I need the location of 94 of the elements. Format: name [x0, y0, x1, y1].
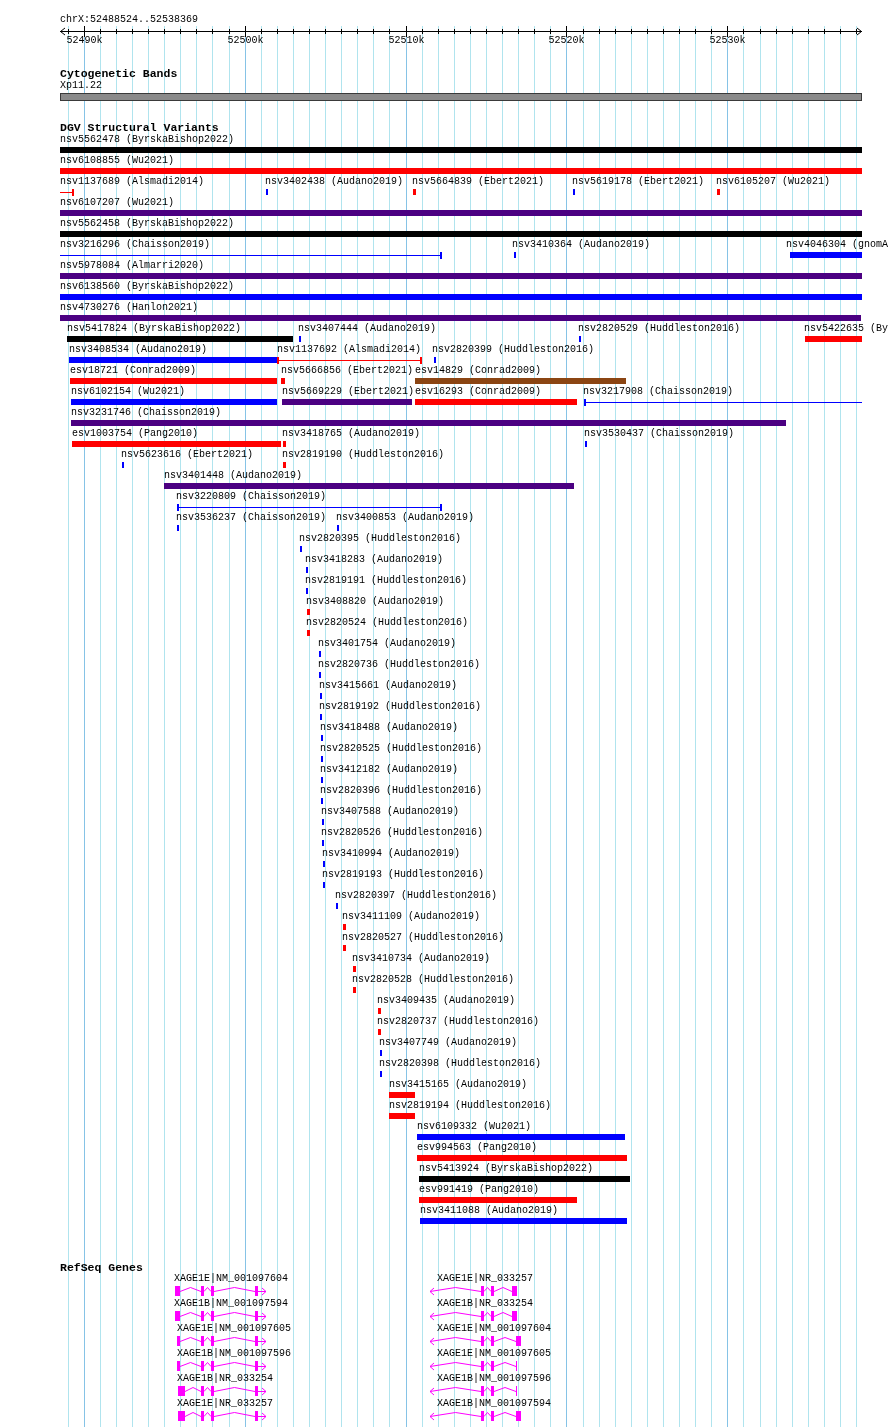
variant-label: nsv3418283 (Audano2019) [305, 554, 444, 566]
variant-label: nsv5413924 (ByrskaBishop2022) [419, 1163, 594, 1175]
variant-label: nsv6138560 (ByrskaBishop2022) [60, 281, 235, 293]
variant-label: nsv2820737 (Huddleston2016) [377, 1016, 540, 1028]
variant-label: nsv2820529 (Huddleston2016) [578, 323, 741, 335]
variant-label: nsv2820399 (Huddleston2016) [432, 344, 595, 356]
variant-label: nsv6107207 (Wu2021) [60, 197, 175, 209]
variant-label: nsv3220809 (Chaisson2019) [176, 491, 327, 503]
band-label: Xp11.22 [60, 80, 102, 92]
variant-label: nsv2819194 (Huddleston2016) [389, 1100, 552, 1112]
gene-label: XAGE1B|NR_033254 [177, 1373, 273, 1385]
variant-label: nsv2819193 (Huddleston2016) [322, 869, 485, 881]
variant-label: nsv3418488 (Audano2019) [320, 722, 459, 734]
variant-label: nsv3217908 (Chaisson2019) [583, 386, 734, 398]
variant-label: nsv3409435 (Audano2019) [377, 995, 516, 1007]
variant-label: nsv6108855 (Wu2021) [60, 155, 175, 167]
gene-label: XAGE1B|NM_001097596 [177, 1348, 292, 1360]
variant-label: nsv3412182 (Audano2019) [320, 764, 459, 776]
variant-label: nsv5666856 (Ebert2021) [281, 365, 414, 377]
variant-label: nsv6105207 (Wu2021) [716, 176, 831, 188]
tick-label: 52500k [227, 35, 264, 47]
variant-label: nsv6102154 (Wu2021) [71, 386, 186, 398]
variant-label: nsv3401754 (Audano2019) [318, 638, 457, 650]
variant-label: nsv3415661 (Audano2019) [319, 680, 458, 692]
tick-label: 52510k [388, 35, 425, 47]
variant-label: nsv2819191 (Huddleston2016) [305, 575, 468, 587]
gene-label: XAGE1E|NR_033257 [437, 1273, 533, 1285]
variant-label: nsv3418765 (Audano2019) [282, 428, 421, 440]
variant-label: esv14829 (Conrad2009) [415, 365, 542, 377]
variant-label: nsv5562478 (ByrskaBishop2022) [60, 134, 235, 146]
variant-label: nsv5562458 (ByrskaBishop2022) [60, 218, 235, 230]
variant-label: nsv3407749 (Audano2019) [379, 1037, 518, 1049]
variant-label: esv18721 (Conrad2009) [70, 365, 197, 377]
variant-label: nsv2820736 (Huddleston2016) [318, 659, 481, 671]
variant-label: nsv3231746 (Chaisson2019) [71, 407, 222, 419]
variant-label: esv16293 (Conrad2009) [415, 386, 542, 398]
gene-label: XAGE1E|NR_033257 [177, 1398, 273, 1410]
variant-label: nsv2820527 (Huddleston2016) [342, 932, 505, 944]
variant-label: nsv3408820 (Audano2019) [306, 596, 445, 608]
gene-label: XAGE1E|NM_001097604 [437, 1323, 552, 1335]
variant-label: nsv5669229 (Ebert2021) [282, 386, 415, 398]
variant-label: nsv3410994 (Audano2019) [322, 848, 461, 860]
tick-label: 52490k [66, 35, 103, 47]
tick-label: 52530k [709, 35, 746, 47]
track-heading: DGV Structural Variants [60, 120, 219, 134]
variant-label: nsv3530437 (Chaisson2019) [584, 428, 735, 440]
variant-label: nsv2820526 (Huddleston2016) [321, 827, 484, 839]
gene-label: XAGE1E|NM_001097605 [437, 1348, 552, 1360]
variant-label: nsv3402438 (Audano2019) [265, 176, 404, 188]
variant-label: nsv5619178 (Ebert2021) [572, 176, 705, 188]
variant-label: nsv3407444 (Audano2019) [298, 323, 437, 335]
variant-label: nsv2820398 (Huddleston2016) [379, 1058, 542, 1070]
variant-label: nsv3407588 (Audano2019) [321, 806, 460, 818]
gene-label: XAGE1B|NR_033254 [437, 1298, 533, 1310]
variant-label: nsv5664839 (Ebert2021) [412, 176, 545, 188]
variant-label: nsv5623616 (Ebert2021) [121, 449, 254, 461]
variant-label: esv994563 (Pang2010) [417, 1142, 538, 1154]
variant-label: nsv3410734 (Audano2019) [352, 953, 491, 965]
track-heading: Cytogenetic Bands [60, 66, 178, 80]
track-heading: RefSeq Genes [60, 1260, 143, 1274]
variant-label: nsv2820525 (Huddleston2016) [320, 743, 483, 755]
variant-label: nsv3401448 (Audano2019) [164, 470, 303, 482]
variant-label: nsv3408534 (Audano2019) [69, 344, 208, 356]
variant-label: nsv1137692 (Alsmadi2014) [277, 344, 422, 356]
gene-label: XAGE1E|NM_001097605 [177, 1323, 292, 1335]
variant-label: nsv2820524 (Huddleston2016) [306, 617, 469, 629]
variant-label: nsv2819190 (Huddleston2016) [282, 449, 445, 461]
coordinate-range-label: chrX:52488524..52538369 [60, 14, 199, 26]
variant-label: nsv3400853 (Audano2019) [336, 512, 475, 524]
gene-label: XAGE1B|NM_001097596 [437, 1373, 552, 1385]
variant-label: nsv3216296 (Chaisson2019) [60, 239, 211, 251]
variant-label: nsv5417824 (ByrskaBishop2022) [67, 323, 242, 335]
variant-label: nsv1137689 (Alsmadi2014) [60, 176, 205, 188]
variant-label: nsv3411109 (Audano2019) [342, 911, 481, 923]
variant-label: nsv2820395 (Huddleston2016) [299, 533, 462, 545]
variant-label: esv1003754 (Pang2010) [72, 428, 199, 440]
variant-label: nsv3536237 (Chaisson2019) [176, 512, 327, 524]
variant-label: nsv2820396 (Huddleston2016) [320, 785, 483, 797]
variant-label: nsv2820397 (Huddleston2016) [335, 890, 498, 902]
gene-label: XAGE1E|NM_001097604 [174, 1273, 289, 1285]
variant-label: nsv3411088 (Audano2019) [420, 1205, 559, 1217]
variant-label: nsv2819192 (Huddleston2016) [319, 701, 482, 713]
variant-label: nsv2820528 (Huddleston2016) [352, 974, 515, 986]
gene-label: XAGE1B|NM_001097594 [174, 1298, 289, 1310]
variant-label: nsv3410364 (Audano2019) [512, 239, 651, 251]
gene-label: XAGE1B|NM_001097594 [437, 1398, 552, 1410]
variant-label: nsv4046304 (gnomA [786, 239, 889, 251]
variant-label: nsv5422635 (By [804, 323, 888, 335]
variant-label: nsv6109332 (Wu2021) [417, 1121, 532, 1133]
variant-label: nsv4730276 (Hanlon2021) [60, 302, 199, 314]
variant-label: esv991419 (Pang2010) [419, 1184, 540, 1196]
variant-label: nsv5978084 (Almarri2020) [60, 260, 205, 272]
variant-label: nsv3415165 (Audano2019) [389, 1079, 528, 1091]
tick-label: 52520k [548, 35, 585, 47]
